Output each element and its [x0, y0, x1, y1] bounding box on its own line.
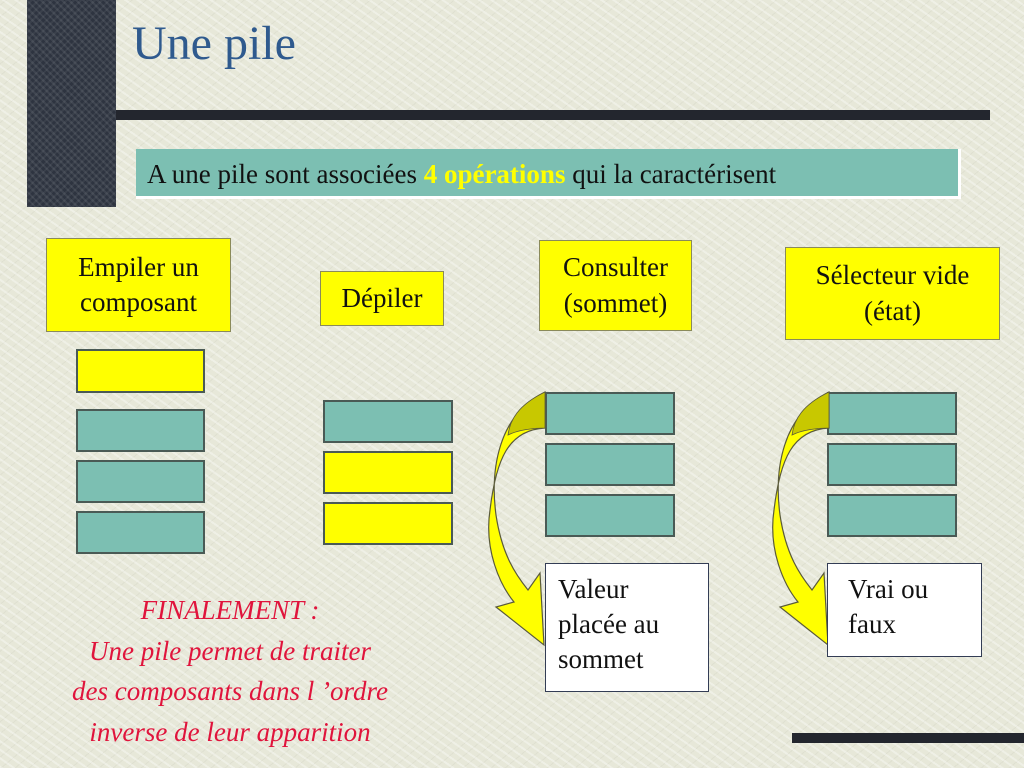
operation-push-label: Empiler un composant: [46, 238, 231, 332]
stack-element: [545, 494, 675, 537]
banner-suffix: qui la caractérisent: [565, 159, 777, 189]
conclusion-text: FINALEMENT : Une pile permet de traiter …: [20, 590, 440, 752]
title-divider: [116, 110, 990, 120]
operation-pop-line1: Dépiler: [341, 282, 423, 313]
peek-result-line3: sommet: [558, 644, 644, 675]
stack-element: [76, 409, 205, 452]
intro-banner: A une pile sont associées 4 opérations q…: [136, 149, 961, 199]
stack-element: [827, 443, 957, 486]
page-title: Une pile: [132, 17, 296, 70]
peek-result-line2: placée au: [558, 609, 660, 640]
stack-top-element: [545, 392, 675, 435]
stack-element: [827, 494, 957, 537]
empty-result-box: Vrai ou faux: [827, 563, 982, 657]
operation-push-line2: composant: [80, 287, 197, 317]
operation-empty-line2: (état): [864, 295, 921, 326]
curved-arrow-icon: [772, 391, 830, 647]
decorative-side-block: [27, 0, 116, 207]
operation-empty-label: Sélecteur vide (état): [785, 247, 1000, 340]
peek-result-box: Valeur placée au sommet: [545, 563, 709, 692]
conclusion-line1: FINALEMENT :: [140, 595, 320, 625]
pushed-element: [76, 349, 205, 393]
stack-element: [545, 443, 675, 486]
conclusion-line3: des composants dans l ’ordre: [72, 676, 388, 706]
conclusion-line4: inverse de leur apparition: [89, 716, 371, 747]
operation-empty-line1: Sélecteur vide: [815, 260, 970, 291]
banner-prefix: A une pile sont associées: [147, 159, 424, 189]
footer-divider: [792, 733, 1024, 743]
stack-element: [76, 460, 205, 503]
conclusion-line2: Une pile permet de traiter: [89, 635, 371, 666]
peek-result-line1: Valeur: [558, 574, 629, 604]
banner-highlight: 4 opérations: [423, 159, 566, 189]
empty-result-line1: Vrai ou: [848, 574, 929, 604]
stack-element: [323, 451, 453, 494]
stack-element: [323, 502, 453, 545]
stack-element: [76, 511, 205, 554]
stack-element: [323, 400, 453, 443]
operation-peek-line2: (sommet): [563, 287, 668, 318]
operation-pop-label: Dépiler: [320, 271, 444, 326]
curved-arrow-icon: [488, 391, 546, 647]
operation-push-line1: Empiler un: [78, 251, 199, 282]
operation-peek-line1: Consulter: [563, 252, 668, 283]
empty-result-line2: faux: [848, 609, 896, 640]
stack-top-element: [827, 392, 957, 435]
operation-peek-label: Consulter (sommet): [539, 240, 692, 331]
